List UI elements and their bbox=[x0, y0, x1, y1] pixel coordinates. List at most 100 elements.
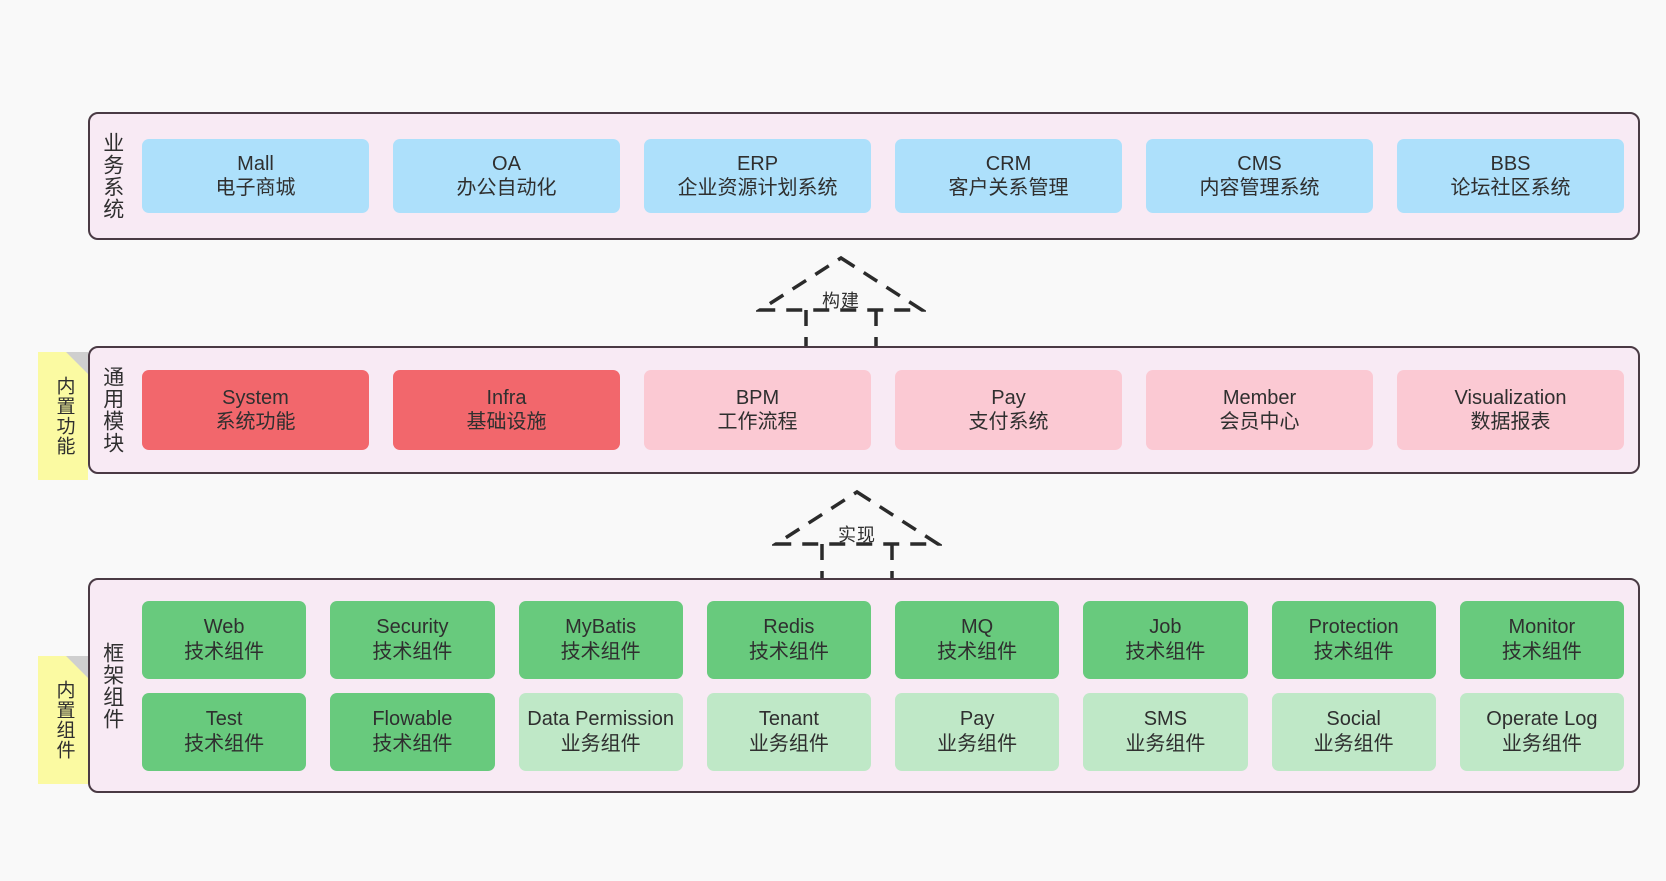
card-subtitle: 技术组件 bbox=[184, 732, 265, 755]
card-title: Infra bbox=[486, 386, 527, 409]
framework-card-social[interactable]: Social 业务组件 bbox=[1271, 692, 1436, 771]
card-subtitle: 业务组件 bbox=[560, 732, 641, 755]
card-title: Mall bbox=[237, 152, 274, 175]
uml-arrow-build-glyph bbox=[756, 255, 926, 350]
uml-arrow-realize-glyph bbox=[772, 489, 942, 584]
framework-card-pay[interactable]: Pay 业务组件 bbox=[895, 692, 1060, 771]
business-system-row: Mall 电子商城 OA 办公自动化 ERP 企业资源计划系统 CRM 客户关系… bbox=[142, 139, 1624, 213]
card-title: BBS bbox=[1490, 152, 1531, 175]
framework-card-monitor[interactable]: Monitor 技术组件 bbox=[1459, 600, 1624, 679]
common-card-bpm[interactable]: BPM 工作流程 bbox=[644, 370, 871, 450]
card-title: Test bbox=[205, 708, 243, 731]
layer-framework-component-title: 框架组件 bbox=[100, 641, 124, 730]
card-subtitle: 基础设施 bbox=[466, 411, 547, 433]
card-subtitle: 技术组件 bbox=[1501, 640, 1582, 663]
card-subtitle: 技术组件 bbox=[1125, 640, 1206, 663]
layer-common-module-title: 通用模块 bbox=[100, 366, 124, 454]
framework-card-job[interactable]: Job 技术组件 bbox=[1083, 600, 1248, 679]
card-subtitle: 技术组件 bbox=[372, 732, 453, 755]
card-title: Web bbox=[203, 616, 245, 639]
layer-business-system: 业务系统 Mall 电子商城 OA 办公自动化 ERP 企业资源计划系统 CRM bbox=[88, 112, 1640, 240]
common-card-pay[interactable]: Pay 支付系统 bbox=[895, 370, 1122, 450]
card-title: System bbox=[222, 386, 289, 409]
framework-card-web[interactable]: Web 技术组件 bbox=[142, 600, 307, 679]
framework-card-redis[interactable]: Redis 技术组件 bbox=[706, 600, 871, 679]
card-title: Pay bbox=[959, 708, 995, 731]
card-subtitle: 工作流程 bbox=[717, 411, 798, 433]
sticky-note-builtin-component: 内置组件 bbox=[38, 656, 88, 784]
card-title: Data Permission bbox=[527, 708, 674, 731]
framework-business-component-row: Test 技术组件 Flowable 技术组件 Data Permission … bbox=[142, 692, 1624, 771]
card-title: Job bbox=[1149, 616, 1182, 639]
card-subtitle: 业务组件 bbox=[748, 732, 829, 755]
card-title: OA bbox=[492, 152, 521, 175]
business-card-cms[interactable]: CMS 内容管理系统 bbox=[1146, 139, 1373, 213]
note-fold-corner-icon bbox=[66, 656, 88, 678]
card-subtitle: 业务组件 bbox=[1313, 732, 1394, 755]
card-subtitle: 技术组件 bbox=[1313, 640, 1394, 663]
card-subtitle: 客户关系管理 bbox=[948, 177, 1069, 199]
business-card-bbs[interactable]: BBS 论坛社区系统 bbox=[1397, 139, 1624, 213]
framework-card-protection[interactable]: Protection 技术组件 bbox=[1271, 600, 1436, 679]
sticky-note-builtin-function-label: 内置功能 bbox=[53, 376, 75, 456]
layer-business-system-body: Mall 电子商城 OA 办公自动化 ERP 企业资源计划系统 CRM 客户关系… bbox=[134, 114, 1638, 238]
uml-arrow-build: 构建 bbox=[756, 254, 926, 350]
layer-business-system-title: 业务系统 bbox=[100, 132, 124, 220]
framework-tech-component-row: Web 技术组件 Security 技术组件 MyBatis 技术组件 Redi… bbox=[142, 600, 1624, 679]
common-module-row: System 系统功能 Infra 基础设施 BPM 工作流程 Pay 支付系统… bbox=[142, 370, 1624, 450]
card-subtitle: 业务组件 bbox=[1125, 732, 1206, 755]
card-subtitle: 支付系统 bbox=[968, 411, 1049, 433]
layer-common-module-body: System 系统功能 Infra 基础设施 BPM 工作流程 Pay 支付系统… bbox=[134, 348, 1638, 472]
layer-framework-component-body: Web 技术组件 Security 技术组件 MyBatis 技术组件 Redi… bbox=[134, 580, 1638, 791]
sticky-note-builtin-component-label: 内置组件 bbox=[53, 680, 75, 760]
card-subtitle: 技术组件 bbox=[560, 640, 641, 663]
card-title: CRM bbox=[985, 152, 1032, 175]
card-title: CMS bbox=[1237, 152, 1282, 175]
uml-arrow-realize: 实现 bbox=[772, 488, 942, 584]
common-card-infra[interactable]: Infra 基础设施 bbox=[393, 370, 620, 450]
card-subtitle: 电子商城 bbox=[215, 177, 296, 199]
card-title: Social bbox=[1326, 708, 1381, 731]
common-card-member[interactable]: Member 会员中心 bbox=[1146, 370, 1373, 450]
card-title: Flowable bbox=[372, 708, 453, 731]
card-subtitle: 内容管理系统 bbox=[1199, 177, 1320, 199]
card-subtitle: 技术组件 bbox=[748, 640, 829, 663]
business-card-erp[interactable]: ERP 企业资源计划系统 bbox=[644, 139, 871, 213]
card-title: ERP bbox=[736, 152, 779, 175]
card-title: Visualization bbox=[1454, 386, 1567, 409]
card-subtitle: 技术组件 bbox=[937, 640, 1018, 663]
framework-card-mq[interactable]: MQ 技术组件 bbox=[895, 600, 1060, 679]
framework-card-flowable[interactable]: Flowable 技术组件 bbox=[330, 692, 495, 771]
card-subtitle: 业务组件 bbox=[1501, 732, 1582, 755]
sticky-note-builtin-function: 内置功能 bbox=[38, 352, 88, 480]
card-subtitle: 技术组件 bbox=[372, 640, 453, 663]
card-title: Redis bbox=[763, 616, 815, 639]
framework-card-tenant[interactable]: Tenant 业务组件 bbox=[706, 692, 871, 771]
layer-framework-component: 框架组件 Web 技术组件 Security 技术组件 MyBatis 技术组件… bbox=[88, 578, 1640, 793]
common-card-system[interactable]: System 系统功能 bbox=[142, 370, 369, 450]
card-title: SMS bbox=[1143, 708, 1188, 731]
framework-card-test[interactable]: Test 技术组件 bbox=[142, 692, 307, 771]
business-card-mall[interactable]: Mall 电子商城 bbox=[142, 139, 369, 213]
framework-card-operate-log[interactable]: Operate Log 业务组件 bbox=[1459, 692, 1624, 771]
layer-common-module: 通用模块 System 系统功能 Infra 基础设施 BPM 工作流程 Pay bbox=[88, 346, 1640, 474]
card-title: Tenant bbox=[758, 708, 819, 731]
card-subtitle: 办公自动化 bbox=[456, 177, 557, 199]
business-card-crm[interactable]: CRM 客户关系管理 bbox=[895, 139, 1122, 213]
framework-card-mybatis[interactable]: MyBatis 技术组件 bbox=[518, 600, 683, 679]
card-subtitle: 系统功能 bbox=[215, 411, 296, 433]
business-card-oa[interactable]: OA 办公自动化 bbox=[393, 139, 620, 213]
framework-card-data-permission[interactable]: Data Permission 业务组件 bbox=[518, 692, 683, 771]
card-subtitle: 论坛社区系统 bbox=[1450, 177, 1571, 199]
card-title: Security bbox=[376, 616, 449, 639]
note-fold-corner-icon bbox=[66, 352, 88, 374]
card-subtitle: 数据报表 bbox=[1470, 411, 1551, 433]
card-subtitle: 会员中心 bbox=[1219, 411, 1300, 433]
card-title: MQ bbox=[961, 616, 994, 639]
framework-card-security[interactable]: Security 技术组件 bbox=[330, 600, 495, 679]
framework-card-sms[interactable]: SMS 业务组件 bbox=[1083, 692, 1248, 771]
common-card-visualization[interactable]: Visualization 数据报表 bbox=[1397, 370, 1624, 450]
card-title: BPM bbox=[735, 386, 780, 409]
card-title: Member bbox=[1222, 386, 1297, 409]
